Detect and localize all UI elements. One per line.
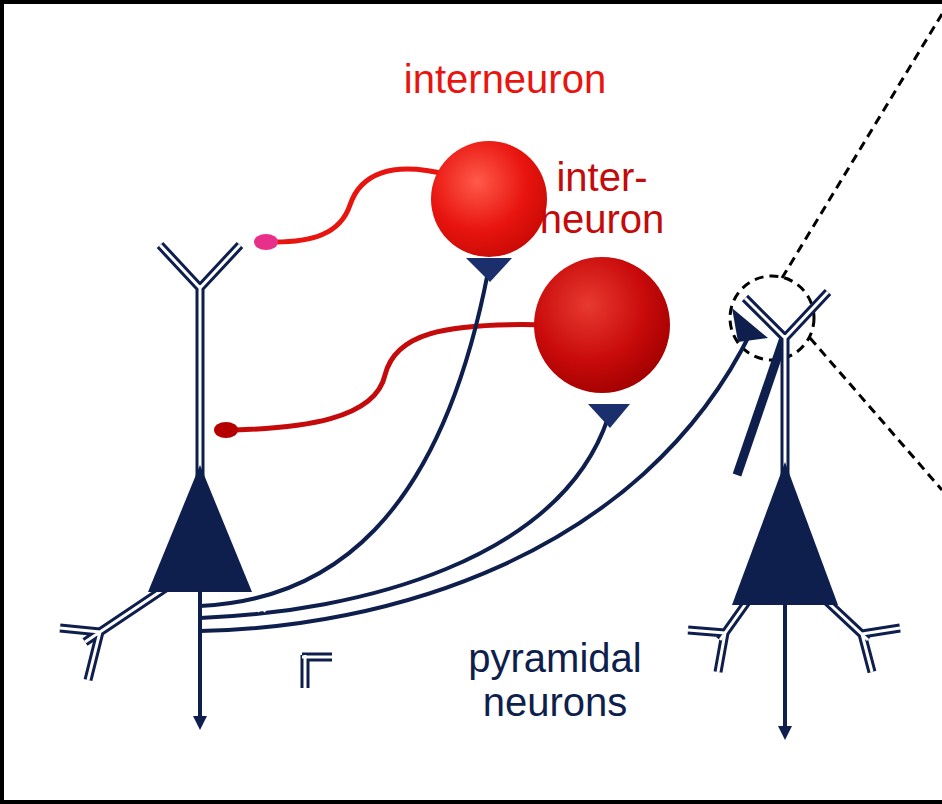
arrowhead	[193, 716, 207, 730]
group-label: pyramidal neurons	[415, 636, 695, 724]
pyramidal-soma	[148, 465, 252, 592]
node-label: interneuron	[385, 58, 625, 100]
axon-marks	[258, 606, 292, 636]
synapse	[732, 308, 768, 342]
interneuron-node: inter- neuron	[527, 150, 677, 400]
synapse	[254, 234, 278, 250]
axons	[200, 272, 785, 728]
interneuron-soma	[533, 256, 671, 394]
dendrites	[60, 245, 900, 688]
node-label: inter- neuron	[527, 156, 677, 240]
arrowhead	[778, 726, 792, 740]
zoom-line	[810, 338, 942, 490]
synapse	[214, 422, 238, 438]
interneuron-axon	[235, 325, 548, 430]
synapse	[466, 258, 512, 282]
interneuron-soma	[430, 140, 548, 258]
zoom-line	[782, 14, 942, 278]
synapse	[588, 404, 630, 428]
pyramidal-soma	[732, 462, 838, 605]
interneuron-axon	[275, 169, 448, 242]
